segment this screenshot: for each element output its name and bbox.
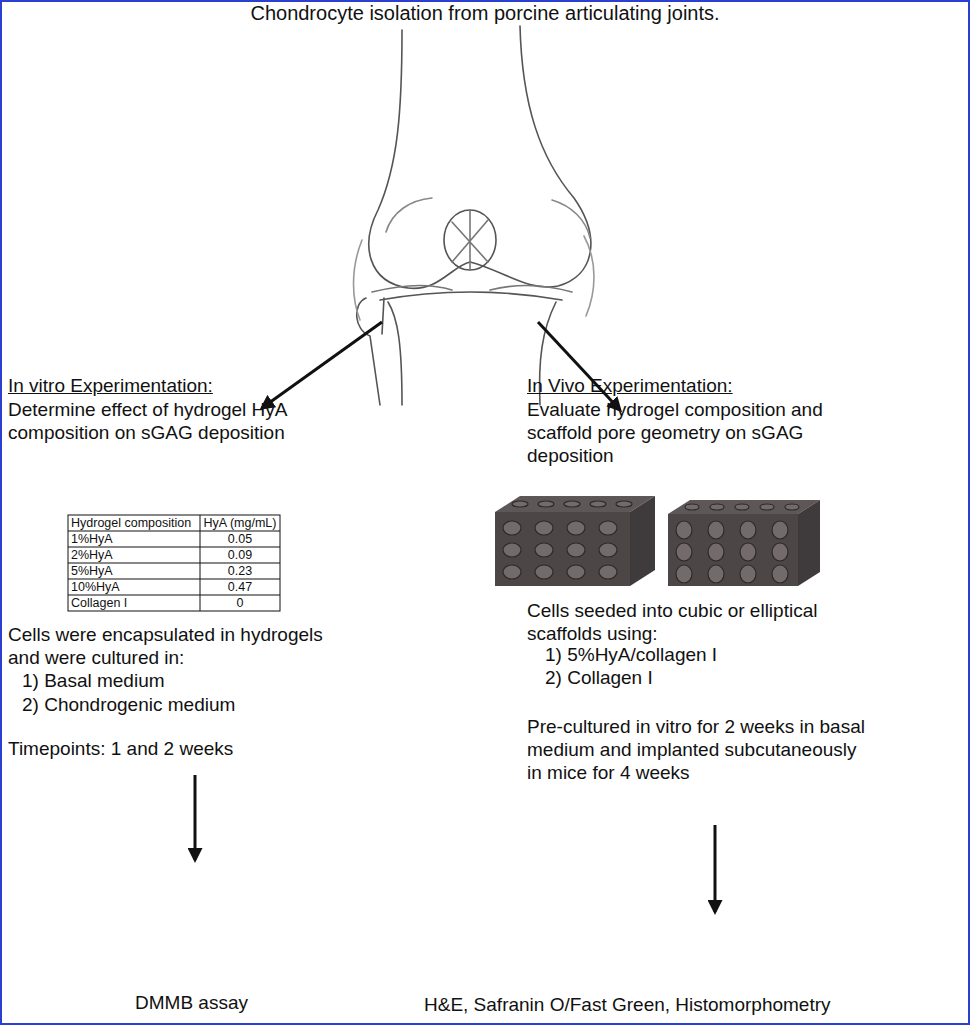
scaffold-pore bbox=[740, 565, 756, 583]
table-cell: Hydrogel composition bbox=[68, 515, 200, 531]
scaffold-pore bbox=[708, 521, 724, 539]
outcome-text: H&E, Safranin O/Fast Green, Histomorphom… bbox=[424, 994, 964, 1017]
scaffold-renders bbox=[495, 496, 820, 586]
scaffold-pore bbox=[740, 543, 756, 561]
scaffold-pore bbox=[512, 501, 528, 507]
step-text: Cells were encapsulated in hydrogels and… bbox=[8, 624, 353, 670]
scaffold-pore bbox=[567, 543, 585, 557]
fibula-outline bbox=[357, 298, 384, 405]
flow-arrow bbox=[194, 775, 197, 860]
scaffold-pore bbox=[710, 504, 724, 510]
scaffold-pore bbox=[708, 565, 724, 583]
table-cell: HyA (mg/mL) bbox=[200, 515, 280, 531]
table-cell: 0.23 bbox=[200, 563, 280, 579]
step-text: Pre-cultured in vitro for 2 weeks in bas… bbox=[527, 716, 872, 784]
data-table bbox=[68, 515, 280, 611]
section-heading: In Vivo Experimentation: bbox=[527, 375, 887, 398]
section-text: Evaluate hydrogel composition and scaffo… bbox=[527, 399, 827, 467]
section-text: Determine effect of hydrogel HyA composi… bbox=[8, 399, 358, 445]
femur-outline bbox=[470, 26, 591, 287]
scaffold-pore bbox=[503, 543, 521, 557]
tibia-outline bbox=[388, 302, 402, 405]
scaffold-front bbox=[495, 512, 630, 586]
flow-arrow bbox=[714, 825, 717, 912]
scaffold-pore bbox=[676, 521, 692, 539]
list-item: 1) 5%HyA/collagen I bbox=[545, 644, 875, 667]
scaffold-pore bbox=[567, 521, 585, 535]
scaffold-pore bbox=[735, 504, 749, 510]
scaffold-pore bbox=[676, 543, 692, 561]
table-cell: 0 bbox=[200, 595, 280, 611]
scaffold-pore bbox=[772, 565, 788, 583]
femur-outline bbox=[369, 30, 470, 288]
scaffold-pore bbox=[685, 504, 699, 510]
scaffold-top bbox=[495, 496, 655, 512]
scaffold-pore bbox=[567, 565, 585, 579]
table-cell: 2%HyA bbox=[68, 547, 200, 563]
table-border bbox=[68, 515, 280, 611]
scaffold-pore bbox=[538, 501, 554, 507]
scaffold-side bbox=[630, 496, 655, 586]
scaffold-top bbox=[668, 500, 820, 514]
figure-title: Chondrocyte isolation from porcine artic… bbox=[0, 1, 970, 25]
cruciate-ligaments bbox=[452, 210, 488, 270]
scaffold-pore bbox=[599, 521, 617, 535]
table-cell: 0.47 bbox=[200, 579, 280, 595]
table-cell: 10%HyA bbox=[68, 579, 200, 595]
scaffold-pore bbox=[564, 501, 580, 507]
flow-arrow bbox=[538, 322, 620, 410]
patella-ligament bbox=[444, 210, 496, 270]
list-item: 1) Basal medium bbox=[22, 670, 352, 693]
collateral-ligament bbox=[354, 236, 595, 320]
step-text: Cells seeded into cubic or elliptical sc… bbox=[527, 600, 872, 646]
table-cell: 1%HyA bbox=[68, 531, 200, 547]
scaffold-pore bbox=[503, 565, 521, 579]
outcome-text: DMMB assay bbox=[135, 992, 335, 1015]
scaffold-pore bbox=[590, 501, 606, 507]
scaffold-pore bbox=[535, 543, 553, 557]
scaffold-pore bbox=[760, 504, 774, 510]
scaffold-pore bbox=[785, 504, 799, 510]
list-item: 2) Collagen I bbox=[545, 667, 875, 690]
scaffold-pore bbox=[599, 565, 617, 579]
flow-arrow bbox=[262, 322, 382, 408]
scaffold-pore bbox=[772, 521, 788, 539]
scaffold-pore bbox=[676, 565, 692, 583]
meniscus bbox=[372, 285, 572, 292]
table-cell: Collagen I bbox=[68, 595, 200, 611]
scaffold-front bbox=[668, 514, 798, 586]
scaffold-pore bbox=[503, 521, 521, 535]
scaffold-pore bbox=[599, 543, 617, 557]
scaffold-pore bbox=[535, 521, 553, 535]
table-cell: 0.09 bbox=[200, 547, 280, 563]
table-cell: 0.05 bbox=[200, 531, 280, 547]
scaffold-pore bbox=[708, 543, 724, 561]
scaffold-pore bbox=[616, 501, 632, 507]
list-item: 2) Chondrogenic medium bbox=[22, 694, 352, 717]
scaffold-pore bbox=[535, 565, 553, 579]
scaffold-side bbox=[798, 500, 820, 586]
table-cell: 5%HyA bbox=[68, 563, 200, 579]
knee-sketch bbox=[354, 26, 595, 405]
section-heading: In vitro Experimentation: bbox=[8, 375, 348, 398]
table-grid bbox=[68, 515, 280, 611]
step-text: Timepoints: 1 and 2 weeks bbox=[8, 738, 348, 761]
tibia-plateau bbox=[380, 292, 562, 300]
scaffold-pore bbox=[772, 543, 788, 561]
scaffold-pore bbox=[740, 521, 756, 539]
